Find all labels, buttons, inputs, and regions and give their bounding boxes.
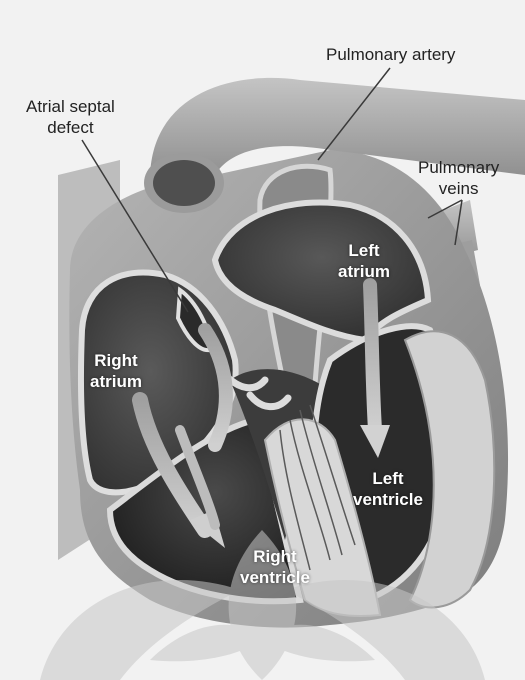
pulmonary-veins-line1: Pulmonary — [418, 157, 499, 178]
label-pulmonary-artery: Pulmonary artery — [326, 44, 455, 65]
right-ventricle-line1: Right — [240, 546, 310, 567]
right-ventricle-line2: ventricle — [240, 567, 310, 588]
label-left-atrium: Left atrium — [338, 240, 390, 282]
atrial-septal-defect-line1: Atrial septal — [26, 96, 115, 117]
label-pulmonary-veins: Pulmonary veins — [418, 157, 499, 199]
aorta-opening — [153, 160, 215, 206]
label-right-atrium: Right atrium — [90, 350, 142, 392]
right-atrium-line1: Right — [90, 350, 142, 371]
pulmonary-artery-text: Pulmonary artery — [326, 45, 455, 64]
left-ventricle-line1: Left — [353, 468, 423, 489]
left-atrium-line2: atrium — [338, 261, 390, 282]
label-atrial-septal-defect: Atrial septal defect — [26, 96, 115, 138]
left-atrium-line1: Left — [338, 240, 390, 261]
label-left-ventricle: Left ventricle — [353, 468, 423, 510]
right-atrium-line2: atrium — [90, 371, 142, 392]
label-right-ventricle: Right ventricle — [240, 546, 310, 588]
pulmonary-veins-line2: veins — [418, 178, 499, 199]
left-ventricle-line2: ventricle — [353, 489, 423, 510]
flow-arrow-left-atrium — [370, 285, 375, 430]
atrial-septal-defect-line2: defect — [26, 117, 115, 138]
